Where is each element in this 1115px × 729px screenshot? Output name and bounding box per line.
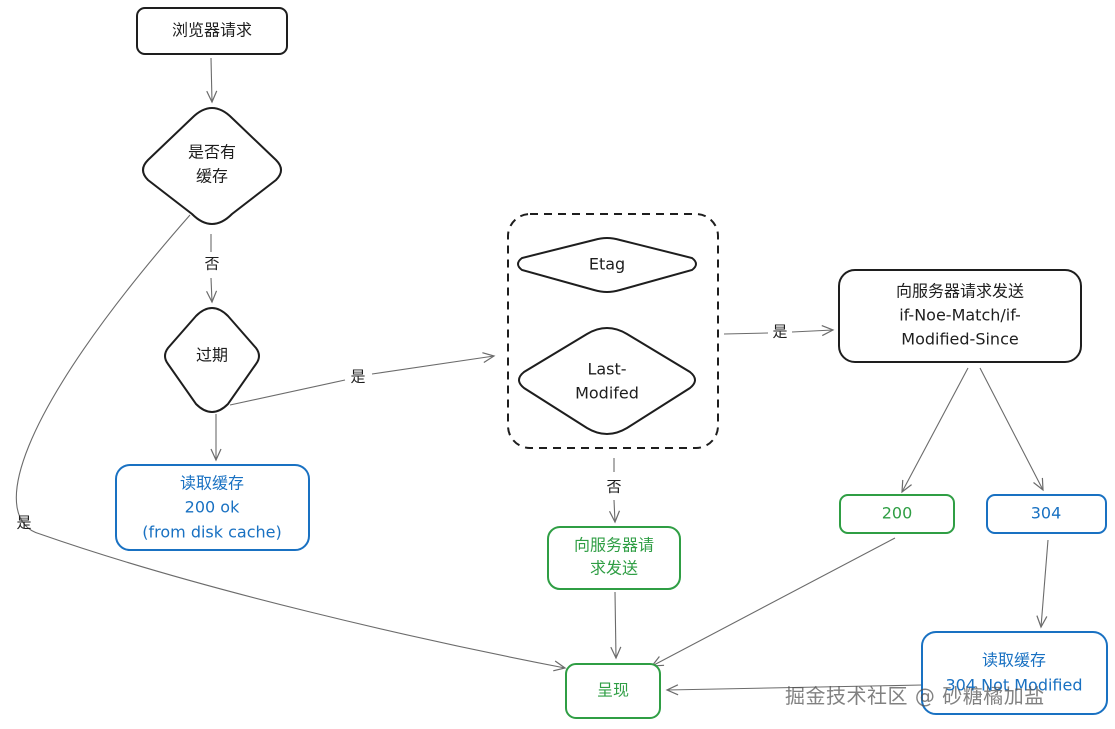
- node-label: Modifed: [575, 384, 639, 403]
- node-server-request: 向服务器请 求发送: [547, 526, 681, 590]
- edge-expired-to-validators-b: [371, 352, 496, 375]
- edge-request-to-cache: [206, 57, 218, 104]
- node-label: (from disk cache): [142, 523, 281, 542]
- node-label: 呈现: [597, 681, 629, 700]
- node-label: if-Noe-Match/if-: [899, 306, 1021, 325]
- node-label: 浏览器请求: [172, 21, 252, 40]
- node-label: 读取缓存: [180, 474, 244, 493]
- node-label: 求发送: [590, 559, 638, 578]
- node-label: 200 ok: [185, 498, 240, 517]
- node-last-modified: Last- Modifed: [518, 326, 696, 436]
- edge-validators-to-server-b: [608, 499, 621, 524]
- node-read-cache-304: 读取缓存 304 Not Modified: [921, 631, 1108, 715]
- edge-label-yes: 是: [350, 368, 365, 386]
- edge-validators-to-conditional-b: [791, 324, 835, 337]
- node-label: Modified-Since: [901, 330, 1018, 349]
- node-label: 200: [882, 504, 913, 523]
- edge-server-to-render: [610, 591, 622, 660]
- node-expired: 过期: [164, 306, 260, 414]
- node-label: 304 Not Modified: [945, 676, 1082, 695]
- node-read-cache-200: 读取缓存 200 ok (from disk cache): [115, 464, 310, 551]
- node-label: Last-: [587, 360, 626, 379]
- node-has-cache: 是否有 缓存: [142, 106, 282, 226]
- edge-validators-to-conditional: [723, 332, 769, 335]
- node-label: 读取缓存: [982, 651, 1046, 670]
- node-label: 缓存: [196, 167, 228, 186]
- node-label: 304: [1031, 504, 1062, 523]
- edge-label-no: 否: [606, 478, 621, 496]
- edge-cache-to-render: [15, 214, 567, 672]
- node-label: 是否有: [188, 143, 236, 162]
- edge-label-yes: 是: [16, 514, 31, 532]
- node-render: 呈现: [565, 663, 661, 719]
- edge-conditional-to-304: [979, 367, 1044, 492]
- edge-304-to-readcache: [1036, 539, 1049, 629]
- edge-label-yes: 是: [772, 323, 787, 341]
- node-server-conditional-request: 向服务器请求发送 if-Noe-Match/if- Modified-Since: [838, 269, 1082, 363]
- edge-expired-to-validators: [229, 379, 346, 406]
- edge-label-no: 否: [204, 255, 219, 273]
- node-status-304: 304: [986, 494, 1107, 534]
- edge-readcache304-to-render: [665, 684, 923, 696]
- node-label: Etag: [589, 255, 625, 274]
- watermark: 掘金技术社区 @ 砂糖橘加盐: [785, 684, 1045, 708]
- node-etag: Etag: [517, 236, 697, 294]
- node-browser-request: 浏览器请求: [136, 7, 288, 55]
- node-label: 过期: [196, 346, 228, 365]
- node-status-200: 200: [839, 494, 955, 534]
- node-label: 向服务器请求发送: [896, 282, 1024, 301]
- node-label: 向服务器请: [574, 536, 654, 555]
- edge-200-to-render: [650, 537, 896, 667]
- edge-cache-to-expired-b: [206, 277, 218, 304]
- edge-conditional-to-200: [901, 367, 969, 494]
